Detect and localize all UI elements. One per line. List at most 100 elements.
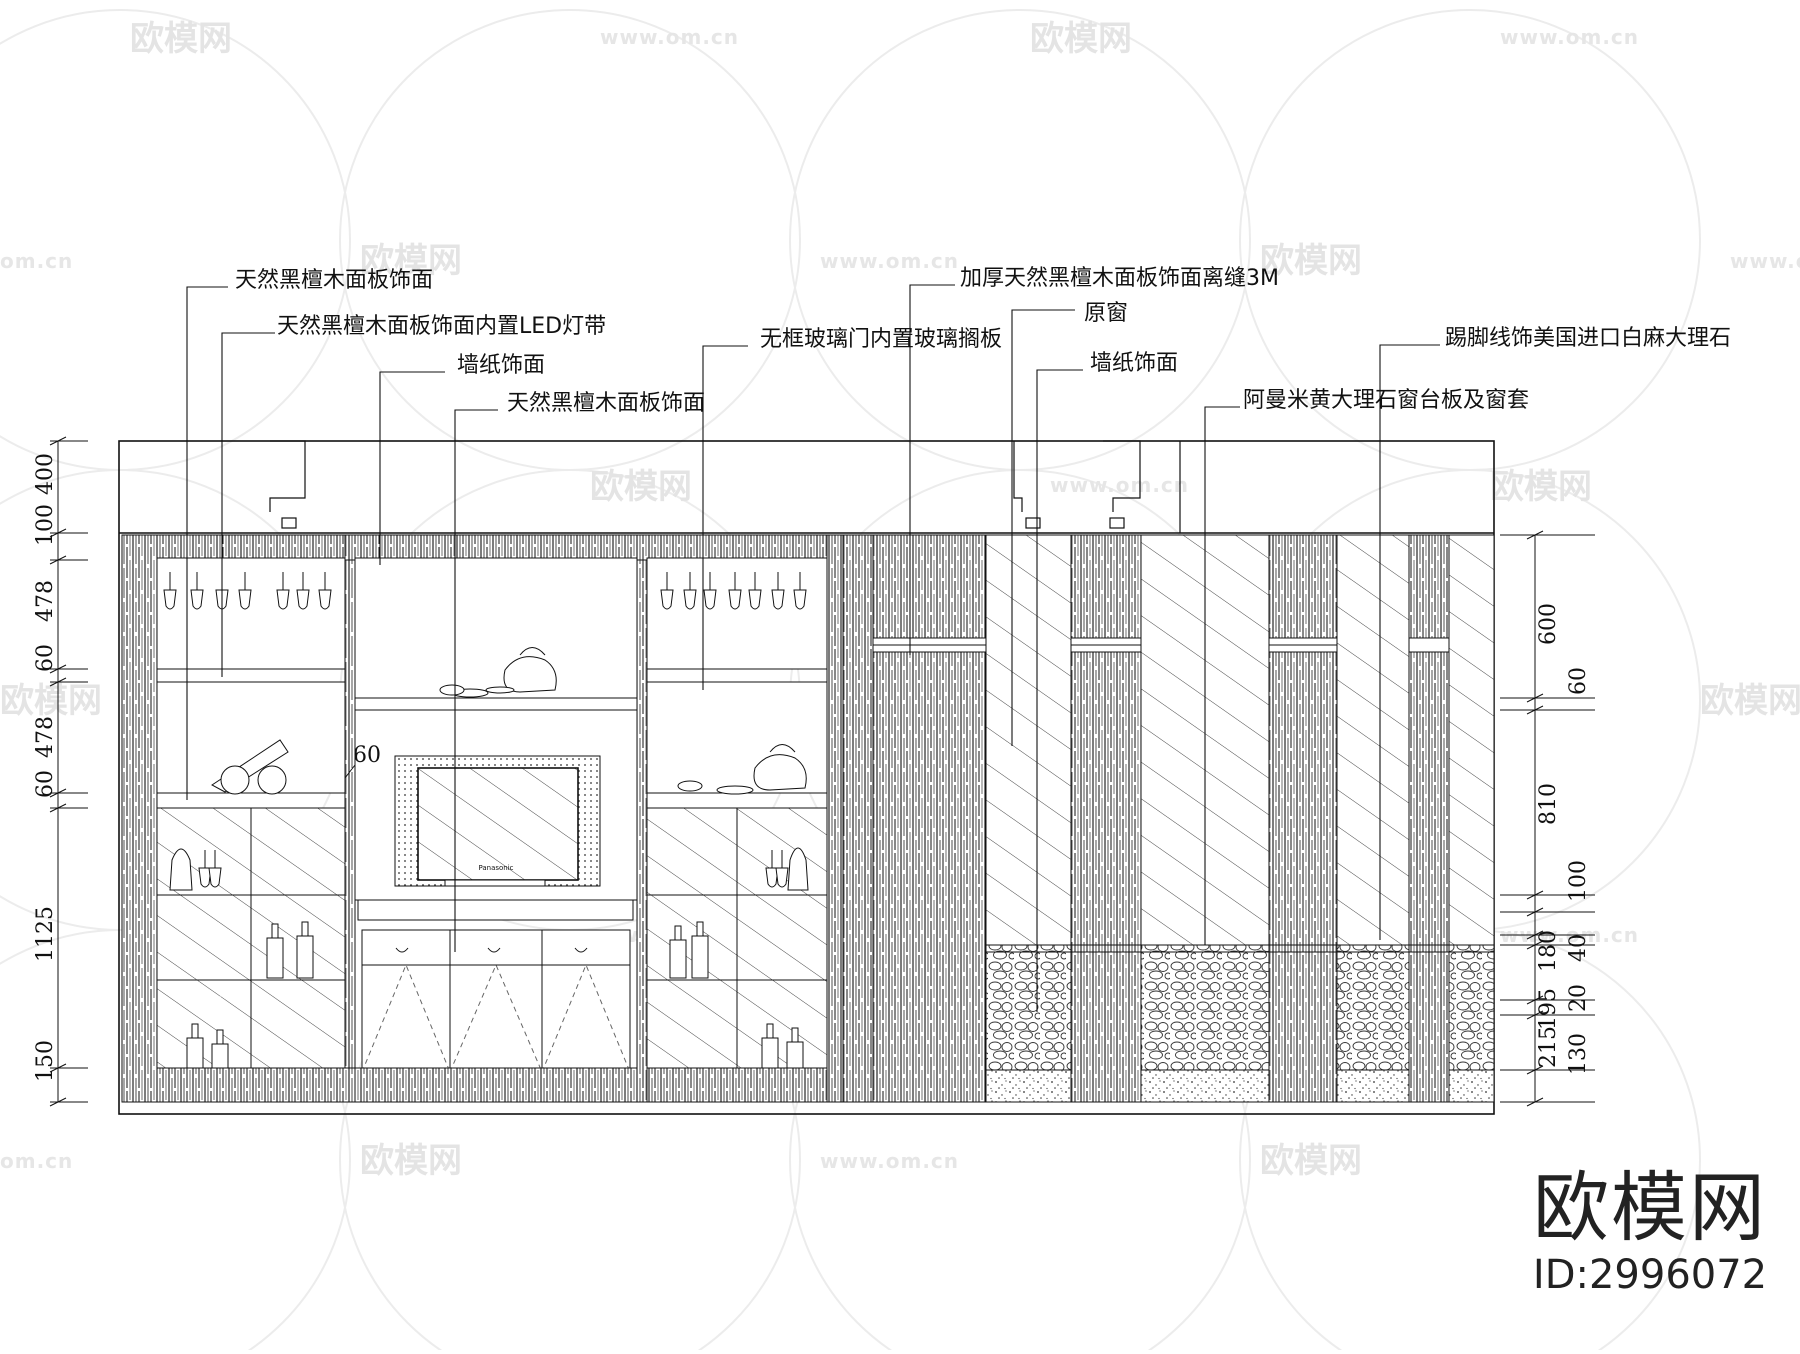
wine-glass (775, 867, 789, 888)
watermark-label: 欧模网 (360, 241, 462, 281)
watermark-label: 欧模网 (0, 681, 102, 721)
bottle (211, 1043, 229, 1069)
callout-ebony-panel-top: 天然黑檀木面板饰面 (235, 268, 433, 293)
right-wall-elevation (842, 534, 1495, 1103)
callout-leaders (186, 284, 1440, 1012)
watermark-label: www.om.cn (820, 249, 959, 273)
watermark-label: 欧模网 (130, 19, 232, 59)
wine-glass (771, 589, 785, 610)
bottle (691, 935, 709, 979)
dim-left-478-lower: 478 (33, 716, 58, 758)
bottle-neck (674, 925, 682, 941)
bottle-neck (696, 921, 704, 937)
wine-glass (793, 589, 807, 610)
bottle-neck (191, 1023, 199, 1039)
dim-right-20: 20 (1566, 984, 1591, 1012)
dim-left-400: 400 (33, 453, 58, 495)
dim-left-478-upper: 478 (33, 580, 58, 622)
watermark-label: 欧模网 (590, 467, 692, 507)
dim-left-60-upper: 60 (33, 644, 58, 672)
bottle (296, 935, 314, 979)
watermark-circle (789, 9, 1251, 471)
right-dimension-labels: 600 60 810 100 40 180 20 195 215 130 (1536, 603, 1591, 1075)
watermark-label: www.om.cn (1050, 473, 1189, 497)
wine-glass (728, 589, 742, 610)
wine-glass (208, 867, 222, 888)
teapot (503, 656, 557, 693)
wine-glass (190, 589, 204, 610)
watermark-label: 欧模网 (1490, 467, 1592, 507)
watermark-label: 欧模网 (360, 1141, 462, 1181)
teapot-handle (769, 744, 796, 753)
decorative-glassware (163, 572, 809, 1069)
dim-right-100: 100 (1566, 860, 1591, 902)
bottle-neck (791, 1027, 799, 1043)
wine-glass (318, 589, 332, 610)
model-id-label: ID:2996072 (1532, 1252, 1768, 1298)
bottle (669, 939, 687, 979)
wine-glass (198, 867, 212, 888)
callout-thick-ebony-panel: 加厚天然黑檀木面板饰面离缝3M (960, 266, 1279, 291)
left-dimension-labels: 400 100 478 60 478 60 1125 150 (33, 453, 58, 1082)
right-dimension-chain (1500, 530, 1595, 1107)
tea-cup (485, 686, 515, 694)
wine-glass (748, 589, 762, 610)
tea-tray (439, 684, 465, 696)
tea-tray (677, 780, 703, 792)
bottle (761, 1037, 779, 1069)
bottle-neck (766, 1023, 774, 1039)
callout-ebony-panel-center: 天然黑檀木面板饰面 (507, 391, 705, 416)
right-wine-cabinet (636, 534, 844, 1103)
watermark-label: 欧模网 (1030, 19, 1132, 59)
dim-left-100: 100 (33, 504, 58, 546)
bottle-neck (301, 921, 309, 937)
callout-wallpaper-left: 墙纸饰面 (457, 353, 545, 378)
wine-glass (660, 589, 674, 610)
callout-wallpaper-right: 墙纸饰面 (1090, 351, 1178, 376)
wine-glass (276, 589, 290, 610)
callout-labels: 天然黑檀木面板饰面 天然黑檀木面板饰面内置LED灯带 墙纸饰面 天然黑檀木面板饰… (235, 266, 1731, 416)
dim-right-40: 40 (1566, 934, 1591, 962)
callout-marble-sill: 阿曼米黄大理石窗台板及窗套 (1243, 388, 1529, 413)
bottle (186, 1037, 204, 1069)
bottle (266, 937, 284, 979)
watermark-label: www.om.cn (1730, 249, 1800, 273)
dim-right-600: 600 (1536, 603, 1561, 645)
wine-glass (703, 589, 717, 610)
bottle-neck (271, 923, 279, 939)
watermark-label: www.om.cn (600, 25, 739, 49)
callout-marble-skirting: 踢脚线饰美国进口白麻大理石 (1445, 326, 1731, 351)
left-dimension-chain (49, 436, 88, 1107)
left-wine-cabinet (121, 534, 356, 1103)
callout-frameless-glass-door: 无框玻璃门内置玻璃搁板 (760, 327, 1002, 352)
watermark-label: 欧模网 (1260, 241, 1362, 281)
tv-brand-label: Panasonic (478, 864, 513, 872)
dim-right-215: 215 (1536, 1026, 1561, 1068)
wine-glass (296, 589, 310, 610)
dim-inline-60-leader (344, 764, 356, 779)
wine-rack-wheel (220, 765, 250, 795)
dim-left-150: 150 (33, 1040, 58, 1082)
watermark-label: www.om.cn (1500, 25, 1639, 49)
wine-glass (238, 589, 252, 610)
tea-saucer (716, 785, 754, 795)
watermark-label: 欧模网 (1700, 681, 1800, 721)
wine-rack-wheel (257, 765, 287, 795)
brand-logo-name: 欧模网 (1533, 1163, 1767, 1252)
dim-right-60: 60 (1566, 667, 1591, 695)
wine-glass (163, 589, 177, 610)
dim-left-60-lower: 60 (33, 770, 58, 798)
watermark-label: 欧模网 (1260, 1141, 1362, 1181)
center-tv-cabinet: Panasonic (344, 534, 648, 1103)
dim-right-810: 810 (1536, 783, 1561, 825)
watermark-circle (0, 9, 351, 471)
ceiling-light-troughs (269, 440, 1181, 533)
wine-glass (765, 867, 779, 888)
dim-left-1125: 1125 (33, 906, 58, 962)
decanter (169, 848, 193, 891)
teapot (753, 754, 807, 791)
dim-right-180: 180 (1536, 930, 1561, 972)
dim-right-195: 195 (1536, 988, 1561, 1030)
